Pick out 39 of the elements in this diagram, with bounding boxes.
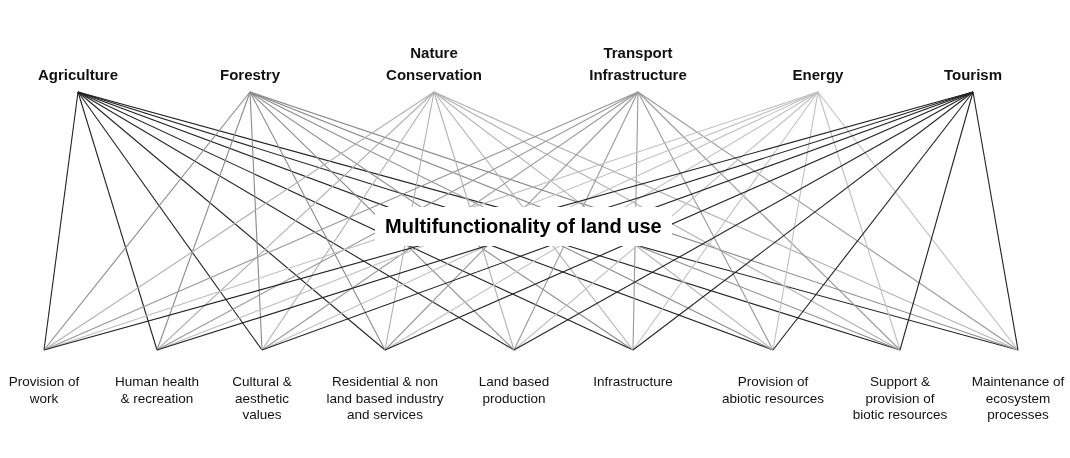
connector-line: [433, 91, 901, 351]
center-title: Multifunctionality of land use: [375, 207, 672, 246]
function-label: Provision of abiotic resources: [718, 350, 828, 407]
function-label: Maintenance of ecosystem processes: [968, 350, 1068, 424]
function-label: Support & provision of biotic resources: [850, 350, 950, 424]
function-label: Infrastructure: [581, 350, 685, 391]
function-label: Land based production: [462, 350, 566, 407]
connector-line: [632, 91, 819, 351]
connector-line: [513, 91, 819, 351]
function-label: Provision of work: [2, 350, 86, 407]
connector-line: [249, 91, 515, 351]
connector-line: [772, 91, 974, 351]
land-use-sector-label: Agriculture: [13, 30, 143, 92]
connector-line: [637, 91, 901, 351]
land-use-sector-label: Forestry: [190, 30, 310, 92]
connector-line: [972, 91, 1019, 351]
connector-line: [77, 91, 515, 351]
function-label: Human health & recreation: [109, 350, 205, 407]
land-use-sector-label: Nature Conservation: [364, 30, 504, 92]
connector-line: [77, 91, 158, 351]
connector-line: [77, 91, 386, 351]
connector-line: [156, 91, 435, 351]
connector-line: [249, 91, 263, 351]
connector-line: [261, 91, 435, 351]
land-use-sector-label: Energy: [763, 30, 873, 92]
connector-line: [249, 91, 386, 351]
function-label: Residential & non land based industry and services: [325, 350, 445, 424]
connector-line: [43, 91, 79, 351]
connector-line: [637, 91, 774, 351]
land-use-sector-label: Transport Infrastructure: [563, 30, 713, 92]
connector-line: [156, 91, 251, 351]
connector-line: [43, 91, 251, 351]
connector-line: [899, 91, 974, 351]
function-label: Cultural & aesthetic values: [214, 350, 310, 424]
connector-line: [817, 91, 901, 351]
connector-line: [817, 91, 1019, 351]
land-use-sector-label: Tourism: [918, 30, 1028, 92]
connector-line: [772, 91, 819, 351]
connector-line: [77, 91, 263, 351]
